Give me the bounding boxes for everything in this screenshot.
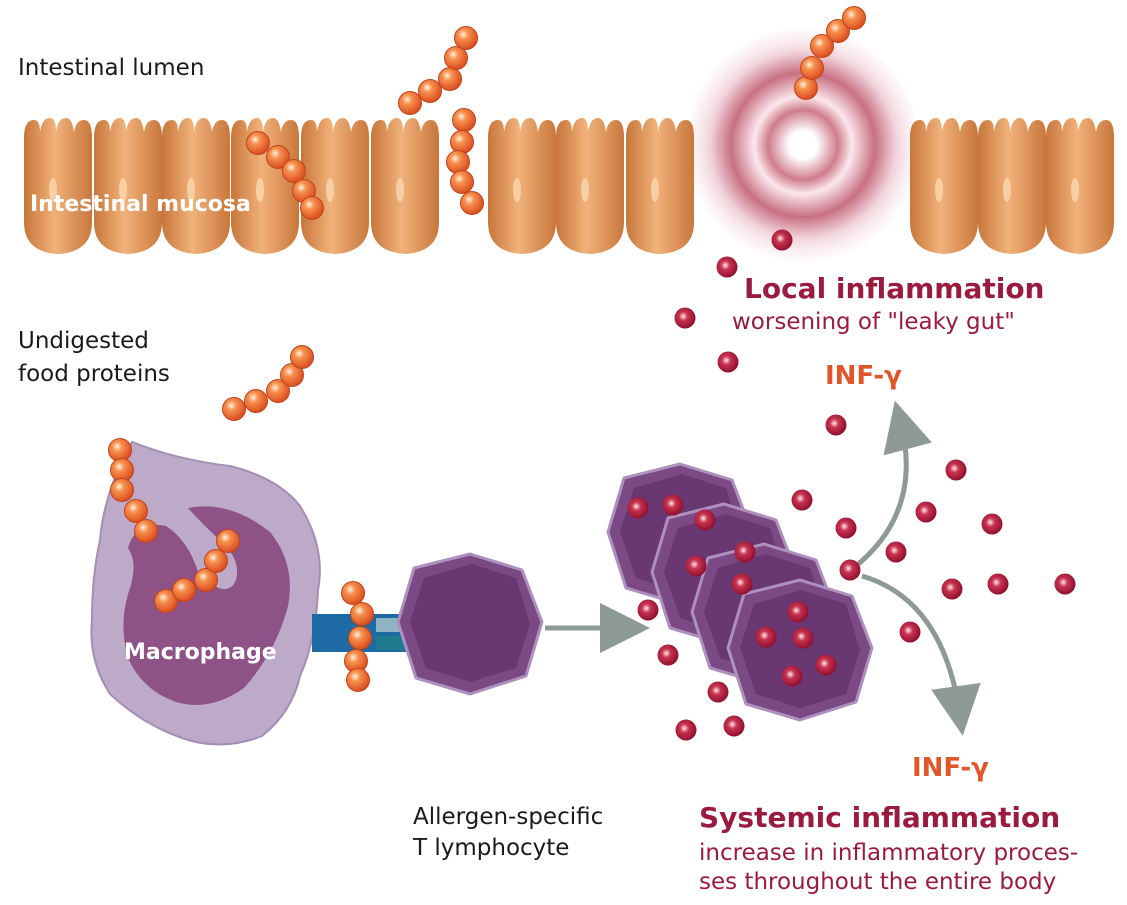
cytokine-dot-icon <box>981 513 1003 535</box>
cytokine-dot-icon <box>899 621 921 643</box>
protein-chain-icon <box>246 131 270 155</box>
macrophage-label: Macrophage <box>124 640 277 665</box>
protein-chain-icon <box>438 67 462 91</box>
cytokine-dot-icon <box>835 517 857 539</box>
protein-chain-icon <box>110 478 134 502</box>
protein-chain-icon <box>282 159 306 183</box>
cytokine-dot-icon <box>755 626 777 648</box>
protein-chain-icon <box>172 578 196 602</box>
cytokine-dot-icon <box>787 601 809 623</box>
protein-chain-icon <box>348 626 372 650</box>
cytokine-dots <box>627 229 1076 741</box>
t-lymphocyte-icon <box>396 552 544 696</box>
protein-chain-icon <box>290 345 314 369</box>
protein-chain-icon <box>450 130 474 154</box>
cytokine-dot-icon <box>915 501 937 523</box>
protein-chain-icon <box>124 499 148 523</box>
protein-chain-icon <box>826 19 850 43</box>
inf-down-arrow <box>861 573 981 736</box>
cytokine-dot-icon <box>694 509 716 531</box>
systemic-inflammation-sub-line1: increase in inflammatory proces- <box>699 840 1079 866</box>
inflammation-halo-icon <box>687 29 919 261</box>
protein-chain-icon <box>154 589 178 613</box>
cytokine-dot-icon <box>731 573 753 595</box>
macrophage-cell-icon <box>90 440 321 746</box>
protein-chain-icon <box>800 56 824 80</box>
protein-chain-icon <box>350 602 374 626</box>
cytokine-dot-icon <box>885 541 907 563</box>
protein-chain-icon <box>454 26 478 50</box>
cytokine-dot-icon <box>723 715 745 737</box>
protein-chains <box>108 6 866 692</box>
cytokine-dot-icon <box>675 719 697 741</box>
cytokine-dot-icon <box>627 497 649 519</box>
cytokine-dot-icon <box>945 459 967 481</box>
cytokine-dot-icon <box>987 573 1009 595</box>
local-inflammation-title: Local inflammation <box>744 272 1045 305</box>
protein-chain-icon <box>300 196 324 220</box>
systemic-inflammation-sub-line2: ses throughout the entire body <box>699 869 1057 895</box>
undigested-label-line1: Undigested <box>18 328 149 354</box>
local-inflammation-subtitle: worsening of "leaky gut" <box>732 309 1015 335</box>
protein-chain-icon <box>266 145 290 169</box>
lumen-label: Intestinal lumen <box>18 55 205 81</box>
protein-chain-icon <box>204 549 228 573</box>
cytokine-dot-icon <box>637 599 659 621</box>
cytokine-dot-icon <box>662 494 684 516</box>
cytokine-dot-icon <box>717 351 739 373</box>
cytokine-dot-icon <box>685 555 707 577</box>
protein-chain-icon <box>216 529 240 553</box>
cytokine-dot-icon <box>815 654 837 676</box>
protein-chain-icon <box>842 6 866 30</box>
cytokine-dot-icon <box>825 414 847 436</box>
undigested-label-line2: food proteins <box>18 361 170 387</box>
protein-chain-icon <box>810 34 834 58</box>
cytokine-dot-icon <box>716 256 738 278</box>
cytokine-dot-icon <box>1054 573 1076 595</box>
mucosa-label: Intestinal mucosa <box>30 192 251 217</box>
cytokine-dot-icon <box>657 644 679 666</box>
protein-chain-icon <box>346 668 370 692</box>
cytokine-dot-icon <box>792 627 814 649</box>
protein-chain-icon <box>398 91 422 115</box>
protein-chain-icon <box>222 397 246 421</box>
protein-chain-icon <box>134 519 158 543</box>
cytokine-dot-icon <box>771 229 793 251</box>
protein-chain-icon <box>108 438 132 462</box>
protein-chain-icon <box>266 379 290 403</box>
inf-gamma-top-label: INF-γ <box>825 361 902 391</box>
intestinal-mucosa-layer <box>24 118 1114 254</box>
protein-chain-icon <box>244 389 268 413</box>
protein-chain-icon <box>446 150 470 174</box>
protein-chain-icon <box>194 568 218 592</box>
protein-chain-icon <box>341 581 365 605</box>
protein-chain-icon <box>444 46 468 70</box>
cytokine-dot-icon <box>781 665 803 687</box>
inf-gamma-bottom-label: INF-γ <box>912 753 989 783</box>
protein-chain-icon <box>418 79 442 103</box>
tcell-label-line1: Allergen-specific <box>413 804 604 830</box>
cytokine-dot-icon <box>941 578 963 600</box>
cytokine-dot-icon <box>674 307 696 329</box>
cytokine-dot-icon <box>734 541 756 563</box>
protein-chain-icon <box>450 170 474 194</box>
cytokine-dot-icon <box>791 489 813 511</box>
tcell-label-line2: T lymphocyte <box>413 835 570 861</box>
protein-chain-icon <box>460 191 484 215</box>
protein-chain-icon <box>452 108 476 132</box>
systemic-inflammation-title: Systemic inflammation <box>699 801 1061 834</box>
cytokine-dot-icon <box>707 681 729 703</box>
cytokine-dot-icon <box>839 559 861 581</box>
inf-up-arrow <box>854 400 932 568</box>
protein-chain-icon <box>794 76 818 100</box>
